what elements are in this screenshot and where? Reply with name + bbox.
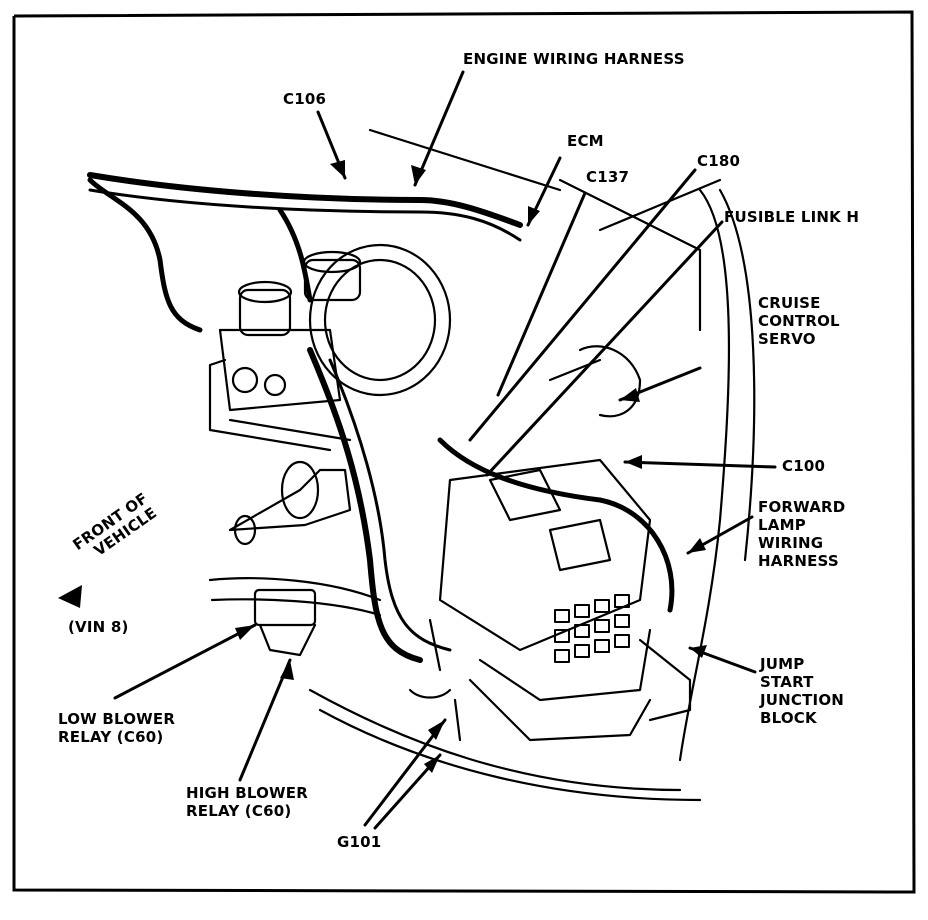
label-jump-start-junction-block: JUMP START JUNCTION BLOCK — [760, 655, 845, 727]
label-c180: C180 — [697, 152, 741, 170]
label-engine-wiring-harness: ENGINE WIRING HARNESS — [463, 50, 685, 68]
label-vin-8: (VIN 8) — [68, 618, 129, 636]
leader-arrowheads — [58, 160, 707, 773]
junction-block-grid — [554, 594, 630, 663]
engine-illustration — [87, 128, 756, 802]
label-high-blower-relay: HIGH BLOWER RELAY (C60) — [186, 784, 308, 820]
label-forward-lamp-wiring-harness: FORWARD LAMP WIRING HARNESS — [758, 498, 846, 570]
label-fusible-link-h: FUSIBLE LINK H — [724, 208, 860, 226]
label-low-blower-relay: LOW BLOWER RELAY (C60) — [58, 710, 176, 746]
label-c100: C100 — [782, 457, 826, 475]
label-ecm: ECM — [567, 132, 604, 150]
label-c106: C106 — [283, 90, 327, 108]
diagram-border — [12, 10, 916, 894]
label-cruise-control-servo: CRUISE CONTROL SERVO — [758, 294, 840, 348]
label-g101: G101 — [337, 833, 382, 851]
label-c137: C137 — [586, 168, 630, 186]
